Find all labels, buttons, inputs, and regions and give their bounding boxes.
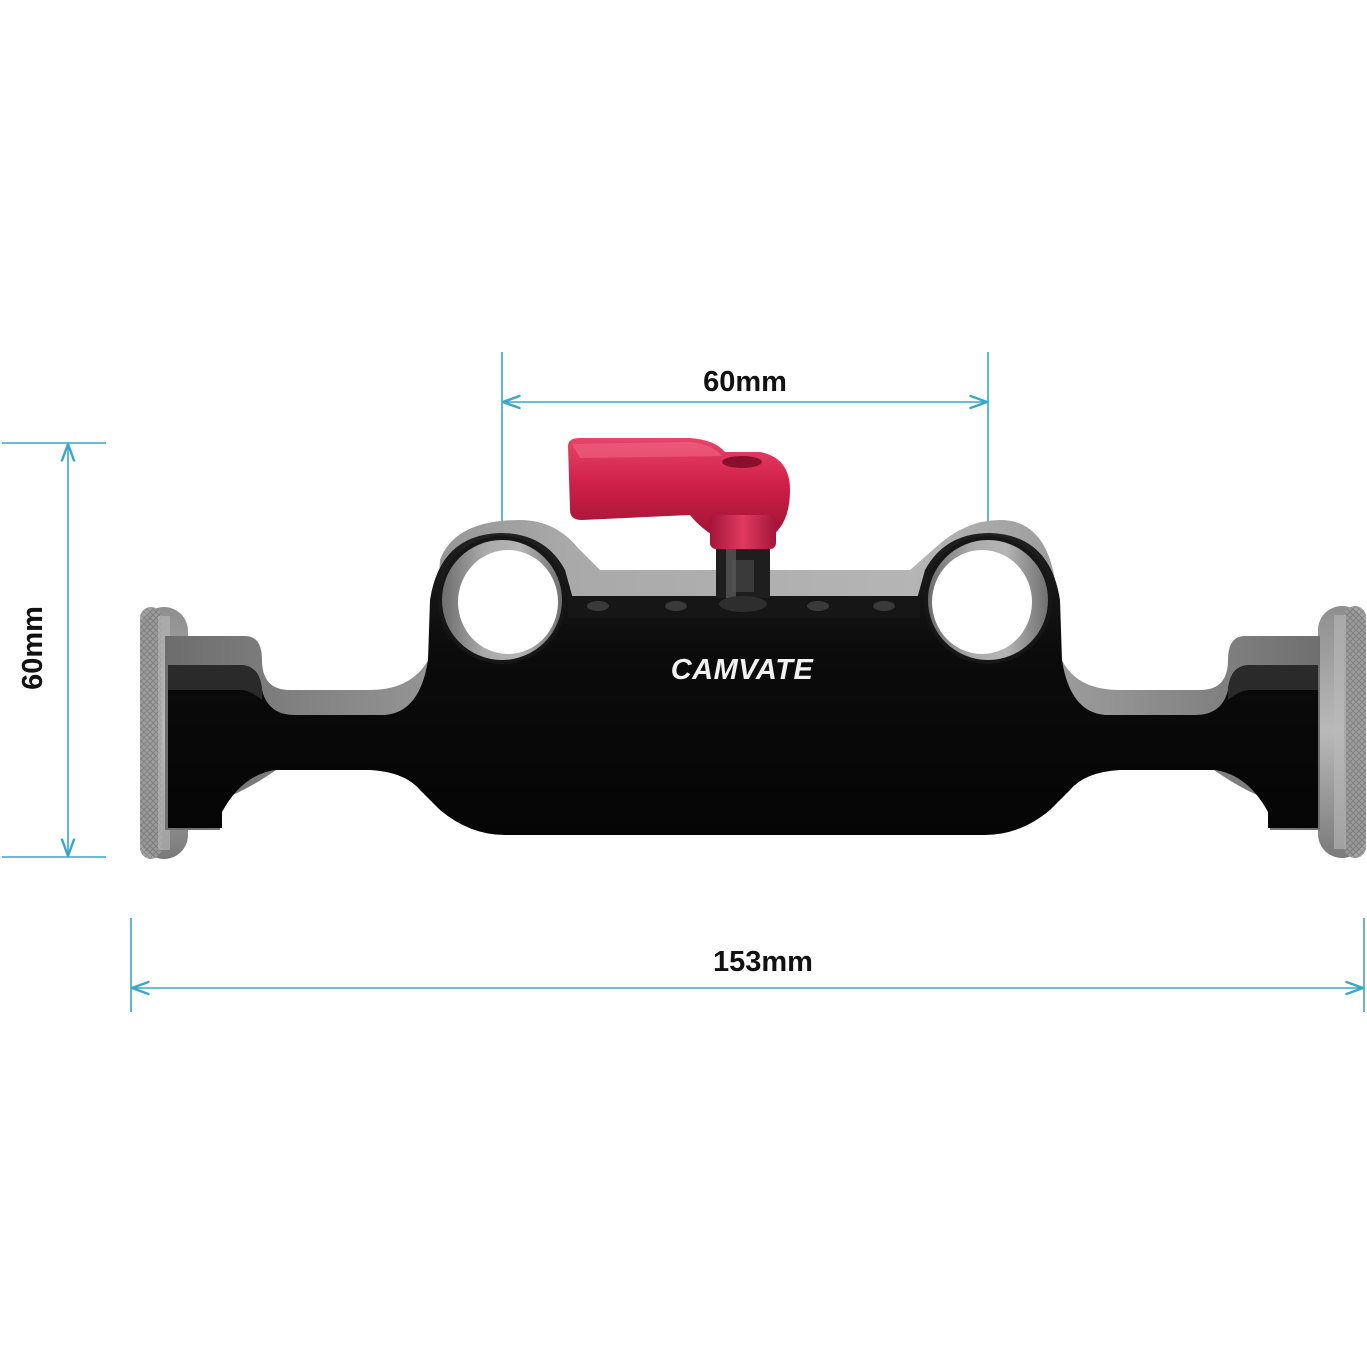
threaded-hole — [587, 601, 609, 611]
body-highlight — [1228, 665, 1318, 700]
left-rod-hole — [438, 536, 566, 664]
dimension-overall-width — [130, 918, 1365, 1012]
body-highlight — [168, 665, 262, 700]
threaded-hole — [873, 601, 895, 611]
knob-collar — [710, 515, 776, 549]
threaded-hole — [807, 601, 829, 611]
right-rod-hole — [924, 536, 1052, 664]
brand-logo: CAMVATE — [671, 654, 815, 686]
height-label: 60mm — [17, 606, 49, 690]
overall-width-label: 153mm — [713, 946, 813, 978]
rod-clamp: CAMVATE — [140, 438, 1366, 859]
threaded-hole — [665, 601, 687, 611]
right-rosette-wheel — [1318, 606, 1366, 858]
rod-spacing-label: 60mm — [703, 366, 787, 398]
dimension-height — [2, 442, 106, 858]
red-thumb-knob — [568, 438, 790, 549]
screw-shaft — [716, 548, 770, 612]
